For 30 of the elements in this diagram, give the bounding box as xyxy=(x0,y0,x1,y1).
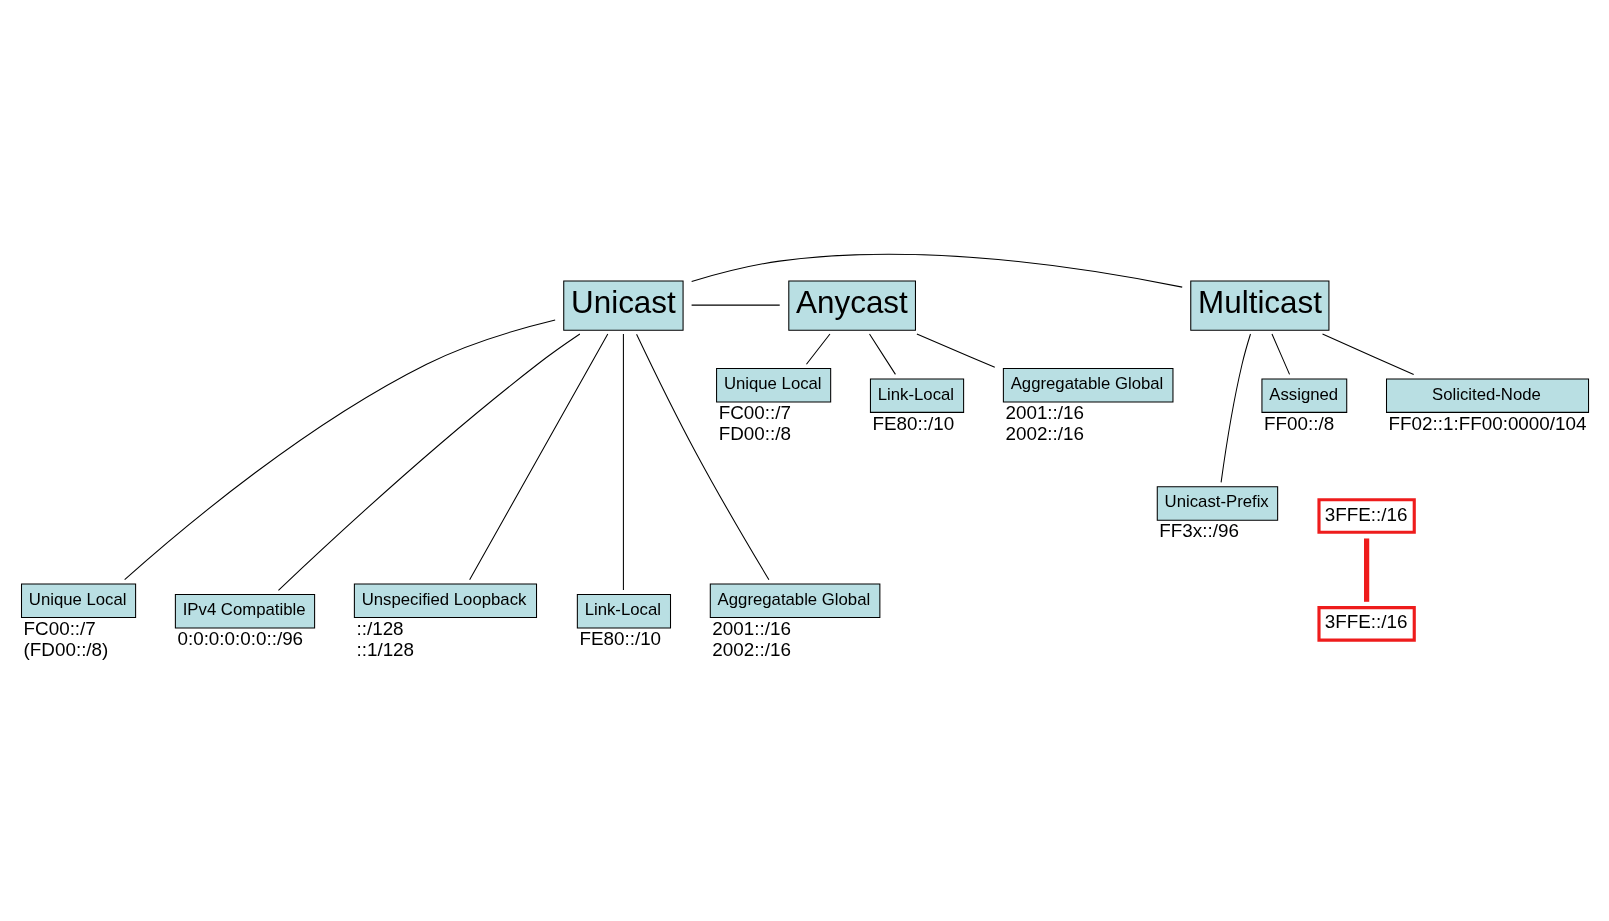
connector xyxy=(869,333,896,375)
connector xyxy=(1220,333,1251,483)
connector xyxy=(1271,333,1291,375)
connector xyxy=(636,333,770,580)
node-label: 2002::/16 xyxy=(1005,422,1085,444)
connector xyxy=(691,253,1183,288)
node-label: FE80::/10 xyxy=(579,627,662,649)
node-label: 2001::/16 xyxy=(712,617,791,639)
connector xyxy=(1364,537,1370,602)
node-label: FC00::/7 xyxy=(718,401,791,423)
connector xyxy=(469,332,609,580)
node-label: 0:0:0:0:0:0::/96 xyxy=(177,627,304,649)
node-label: FD00::/8 xyxy=(718,422,791,444)
connector xyxy=(622,332,624,591)
connector xyxy=(805,333,831,365)
node-label: (FD00::/8) xyxy=(23,638,109,660)
node-label: FE80::/10 xyxy=(872,412,955,434)
node-label: FC00::/7 xyxy=(23,617,96,639)
node-label: 2001::/16 xyxy=(1005,401,1085,423)
node-label: FF02::1:FF00:0000/104 xyxy=(1388,412,1587,434)
node-label: ::/128 xyxy=(356,617,404,639)
node-label: ::1/128 xyxy=(356,638,415,660)
node-label: FF3x::/96 xyxy=(1159,519,1239,541)
node-label: 2002::/16 xyxy=(712,638,791,660)
connector xyxy=(1322,333,1415,375)
connector xyxy=(124,319,556,580)
connector xyxy=(916,333,996,368)
connector xyxy=(691,304,781,306)
node-label: FF00::/8 xyxy=(1264,412,1335,434)
connector xyxy=(277,333,581,591)
